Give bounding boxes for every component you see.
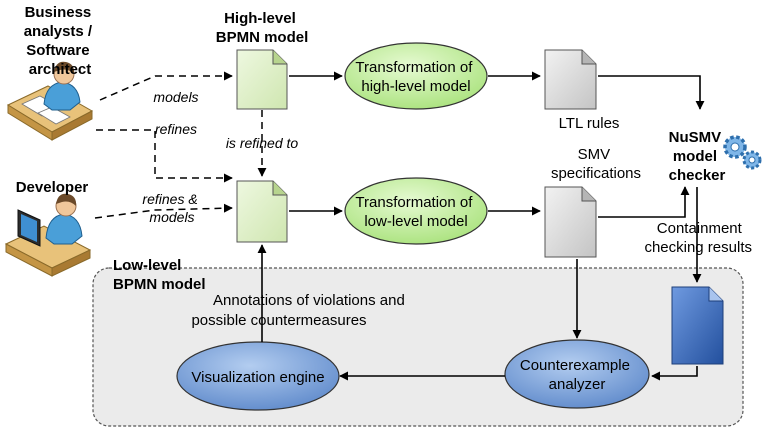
smv-to-checker-arrow	[598, 186, 690, 218]
ltl-rules-document-icon	[544, 49, 597, 110]
svg-text:Counterexample analyzer: Counterexample analyzer	[520, 357, 634, 393]
results-to-analyzer-arrow	[651, 366, 698, 381]
business-actor-label: Business analysts / Software architect	[24, 4, 97, 78]
developer-actor-label: Developer	[16, 179, 89, 196]
business-analyst-icon	[6, 61, 94, 141]
is-refined-to-label: is refined to	[226, 135, 299, 151]
svg-text:Transformation of low-le: Transformation of low-level model	[355, 194, 476, 230]
refines-models-edge	[94, 203, 233, 219]
annotations-label: Annotations of violations and possible c…	[191, 292, 409, 329]
smv-specifications-label: SMV specifications	[551, 146, 641, 182]
ltl-rules-label: LTL rules	[559, 115, 620, 132]
low-level-bpmn-document-icon	[236, 180, 288, 243]
low-level-label-line2: BPMN model	[113, 276, 206, 293]
refines-label: refines	[155, 121, 197, 137]
models-label: models	[153, 89, 198, 105]
high-level-bpmn-document-icon	[236, 49, 288, 110]
refines-edge	[96, 129, 233, 183]
developer-icon	[4, 193, 92, 277]
nusmv-checker-label: NuSMV model checker	[669, 129, 726, 184]
high-level-model-label: High-level BPMN model	[216, 10, 309, 46]
models-edge	[99, 71, 233, 101]
gears-icon	[723, 135, 762, 170]
counterexample-analyzer-process: Counterexample analyzer	[504, 339, 650, 409]
smv-specifications-document-icon	[544, 186, 597, 258]
visualization-engine-process: Visualization engine	[176, 341, 340, 411]
svg-text:Visualization engine: Visualization engine	[191, 369, 324, 386]
low-level-label-line1: Low-level	[113, 257, 181, 274]
transform-high-level-process: Transformation of high-level model	[344, 42, 488, 110]
containment-results-document-icon	[671, 286, 724, 365]
svg-text:Transformation of high-l: Transformation of high-level model	[355, 59, 476, 95]
transform-low-level-process: Transformation of low-level model	[344, 177, 488, 245]
refines-models-label: refines & models	[142, 191, 201, 225]
ltl-to-checker-arrow	[598, 75, 705, 110]
containment-results-label: Containment checking results	[644, 220, 752, 256]
